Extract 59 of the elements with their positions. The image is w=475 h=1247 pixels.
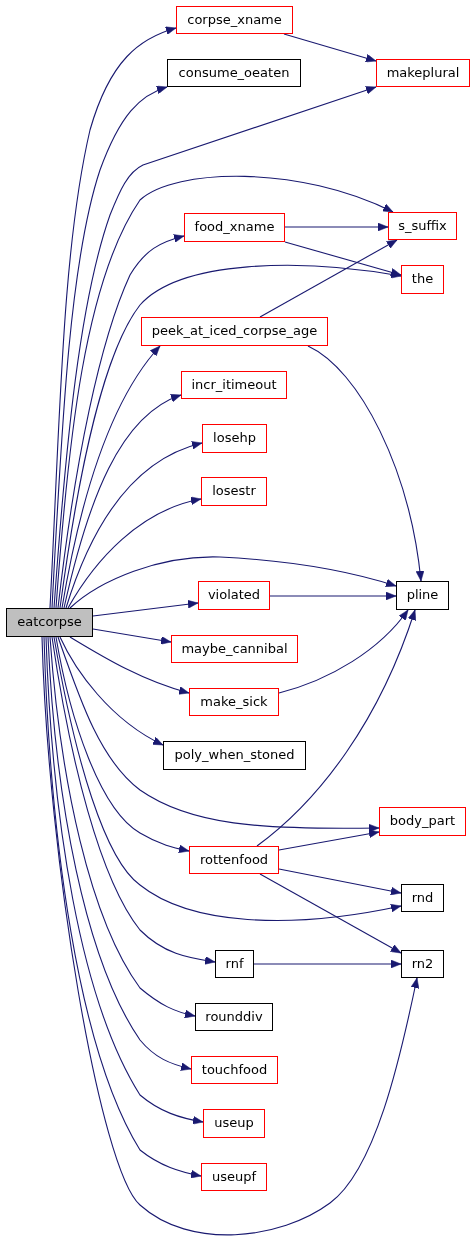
arrow: [278, 609, 409, 694]
arrow: [67, 497, 202, 609]
function-node: corpse_xname: [176, 6, 293, 34]
arrow: [284, 222, 389, 232]
function-node: s_suffix: [388, 212, 457, 240]
function-node: incr_itimeout: [181, 371, 287, 399]
arrow: [283, 33, 377, 63]
arrow: [284, 241, 402, 277]
arrow: [259, 873, 402, 954]
arrow: [49, 26, 177, 609]
arrow: [65, 441, 203, 609]
function-node: makeplural: [376, 59, 470, 87]
arrow: [69, 556, 397, 609]
function-node: the: [401, 265, 444, 294]
arrow: [253, 959, 402, 969]
arrow: [53, 86, 377, 609]
function-node: peek_at_iced_corpse_age: [141, 317, 328, 346]
function-node: maybe_cannibal: [171, 635, 298, 663]
arrow: [92, 600, 199, 617]
function-node: rnd: [401, 884, 444, 912]
arrow: [256, 609, 416, 847]
function-node: food_xname: [184, 213, 285, 242]
function-node: violated: [198, 581, 270, 610]
function-node: useupf: [201, 1163, 267, 1191]
arrow: [278, 868, 402, 896]
arrow: [49, 636, 196, 1019]
function-node: losehp: [202, 424, 267, 453]
function-node: eatcorpse: [6, 608, 93, 637]
arrow: [57, 234, 185, 609]
function-node: poly_when_stoned: [163, 741, 306, 770]
arrow: [51, 636, 216, 965]
arrow: [307, 345, 424, 582]
function-node: rnf: [215, 950, 254, 978]
arrow: [55, 175, 394, 609]
function-node: body_part: [379, 807, 466, 836]
function-node: pline: [396, 581, 449, 610]
function-node: useup: [203, 1109, 265, 1138]
function-node: rounddiv: [195, 1003, 273, 1031]
arrow: [61, 345, 161, 609]
arrow: [278, 829, 380, 851]
arrow: [47, 636, 192, 1071]
function-node: consume_oeaten: [167, 59, 301, 87]
arrow: [259, 239, 398, 318]
function-node: touchfood: [191, 1056, 278, 1084]
function-node: losestr: [201, 477, 267, 506]
function-node: rottenfood: [189, 846, 279, 874]
arrow: [69, 636, 190, 695]
arrow: [269, 591, 397, 601]
arrow: [55, 636, 190, 854]
arrow: [59, 636, 164, 746]
function-node: make_sick: [189, 688, 279, 716]
arrow: [63, 394, 182, 609]
arrow: [51, 86, 168, 609]
arrow: [59, 264, 402, 609]
arrow: [53, 636, 402, 921]
function-node: rn2: [401, 950, 444, 978]
arrow: [41, 636, 420, 1236]
arrow: [92, 628, 172, 645]
arrow: [57, 636, 380, 833]
